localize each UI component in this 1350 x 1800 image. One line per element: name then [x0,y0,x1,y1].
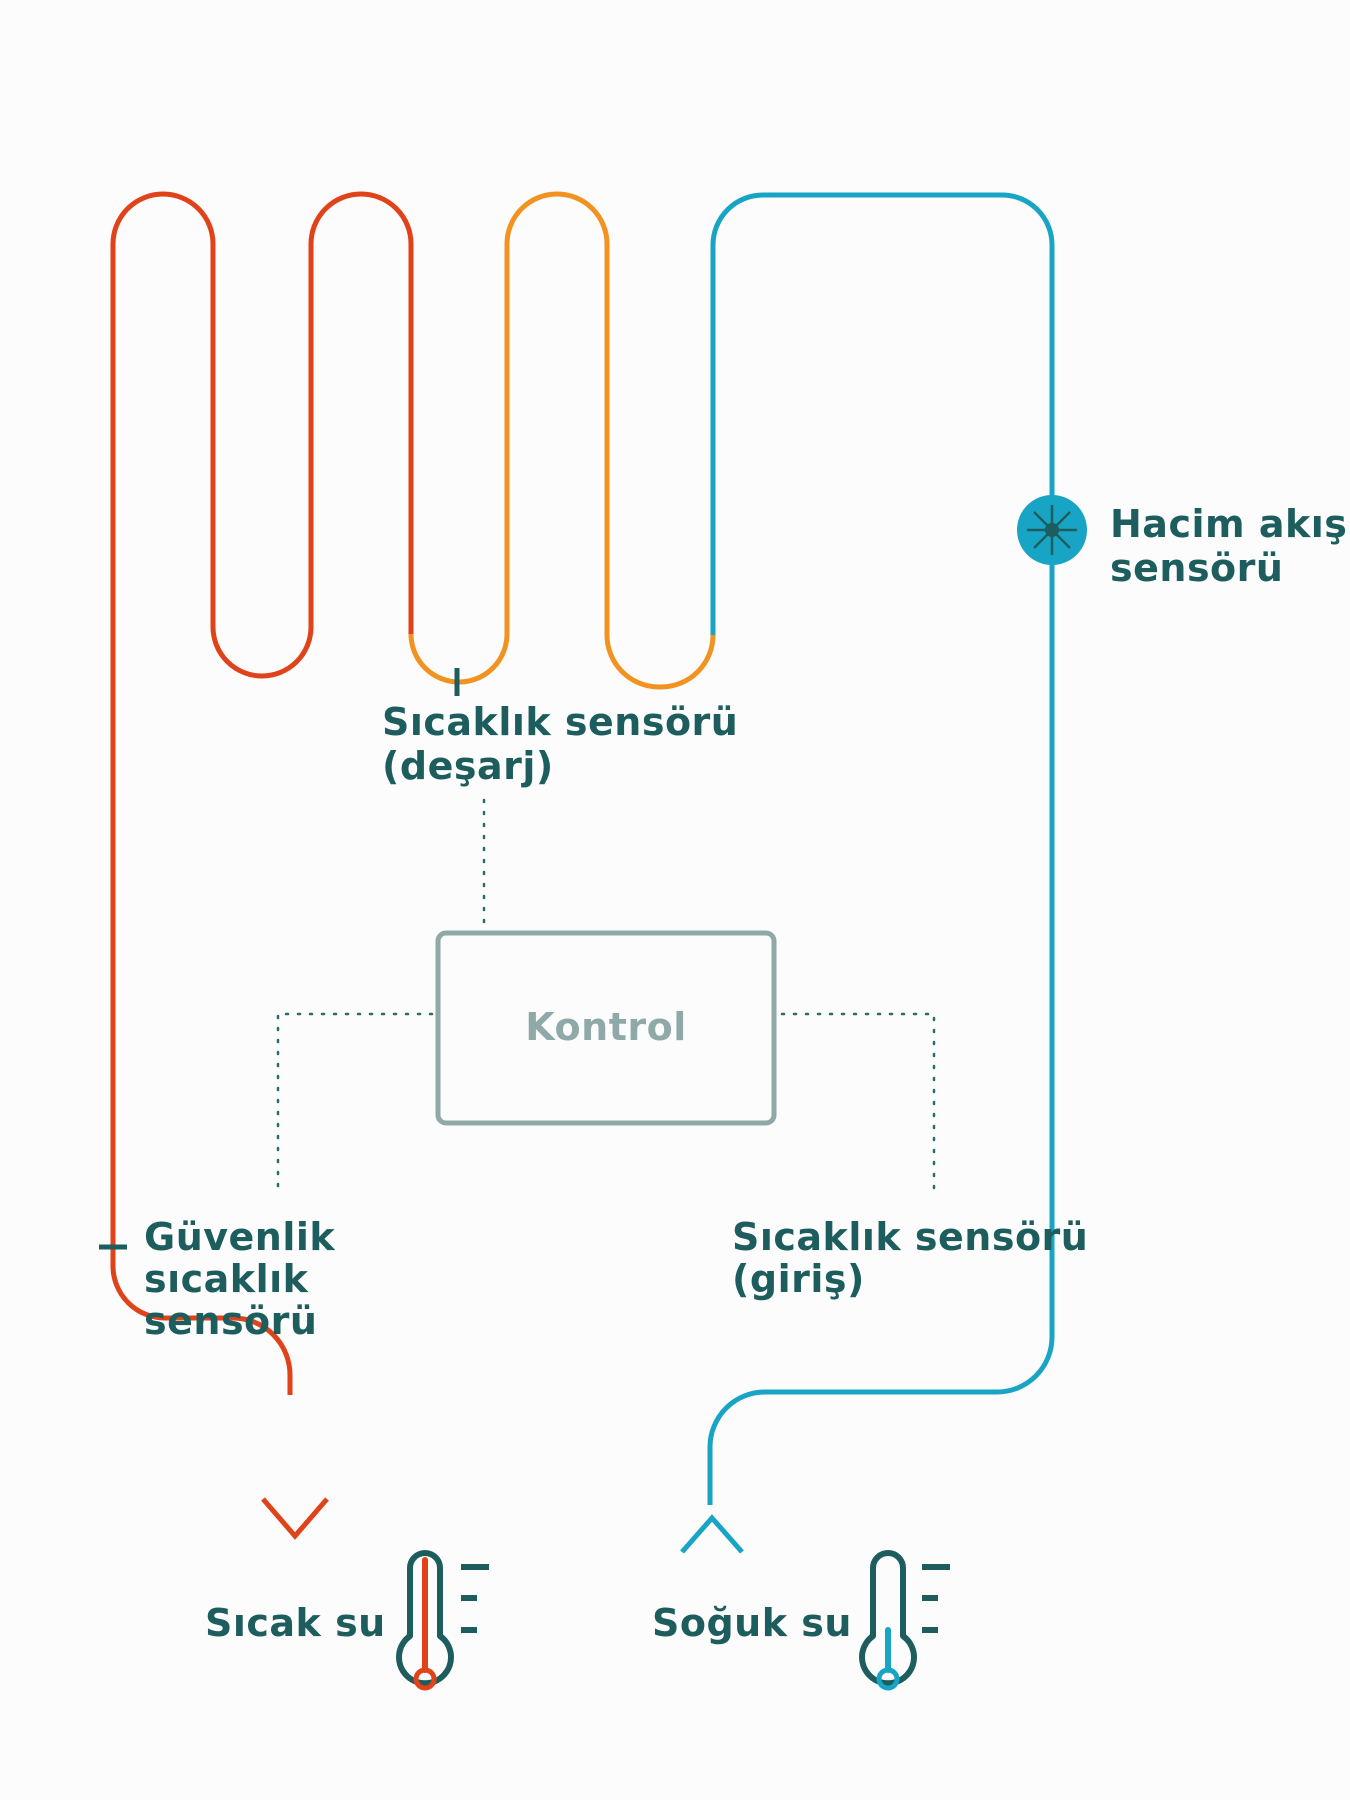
flow-sensor-label-line2: sensörü [1110,546,1284,590]
inlet-temp-sensor-label-line2: (giriş) [732,1257,865,1301]
cold-pipe [707,192,1055,1505]
control-label: Kontrol [525,1005,687,1049]
cold-water-label: Soğuk su [652,1601,852,1645]
hot-water-arrow [261,1497,329,1540]
safety-temp-sensor-label: Güvenlik sıcaklık sensörü [144,1216,335,1342]
control-box [435,930,777,1126]
thermometer-hot-icon [396,1550,489,1691]
safety-temp-sensor-label-line3: sensörü [144,1299,318,1343]
safety-temp-sensor-label-line2: sıcaklık [144,1257,309,1301]
flow-sensor-label: Hacim akış sensörü [1110,502,1347,590]
hot-pipe [110,191,414,1395]
cold-water-arrow [680,1514,744,1554]
discharge-temp-sensor-label-line2: (deşarj) [382,744,554,788]
connector-safety [276,1012,434,1197]
inlet-temp-sensor-label-line1: Sıcaklık sensörü [732,1215,1089,1259]
safety-temp-sensor-label-line1: Güvenlik [144,1215,336,1259]
discharge-temp-sensor-label-line1: Sıcaklık sensörü [382,700,739,744]
flow-sensor-label-line1: Hacim akış [1110,502,1348,546]
thermometer-cold-icon [859,1550,950,1691]
flow-sensor-icon [1017,495,1087,565]
discharge-temp-sensor-label: Sıcaklık sensörü (deşarj) [382,700,738,788]
inlet-temp-sensor-label: Sıcaklık sensörü (giriş) [732,1216,1088,1300]
hot-water-label: Sıcak su [205,1601,386,1645]
connector-inlet [780,1012,936,1197]
warm-pipe [408,191,716,690]
